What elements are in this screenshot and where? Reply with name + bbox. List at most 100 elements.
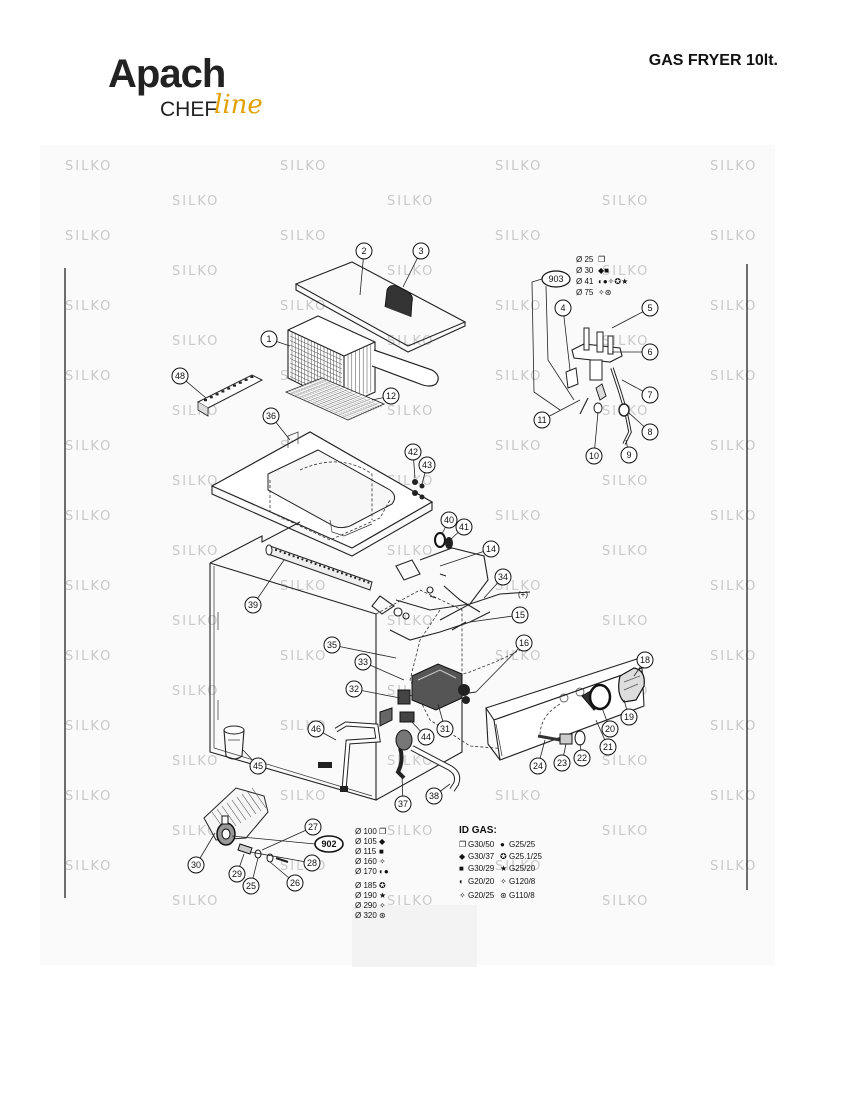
gas-code: G25/25 xyxy=(509,840,536,849)
symbol-group: ✧ xyxy=(379,901,386,910)
scan-background xyxy=(40,145,775,965)
callout-29: 29 xyxy=(228,865,246,883)
callout-5: 5 xyxy=(641,299,659,317)
callout-circle xyxy=(187,856,205,874)
watermark-text: SILKO xyxy=(387,544,434,559)
callout-number: 32 xyxy=(349,684,359,694)
callout-30: 30 xyxy=(187,856,205,874)
top-panel-tank xyxy=(210,431,434,557)
callout-circle xyxy=(455,518,473,536)
callout-23: 23 xyxy=(553,754,571,772)
symbol-group: ✪ xyxy=(379,881,386,890)
callout-circle xyxy=(553,754,571,772)
symbol-group: ❐ xyxy=(379,827,386,836)
burner-inj-2: Ø 105 xyxy=(355,837,377,846)
callout-number: 36 xyxy=(266,411,276,421)
symbol-group: ✧ xyxy=(379,857,386,866)
watermark-text: SILKO xyxy=(387,334,434,349)
callout-41: 41 xyxy=(455,518,473,536)
callout-8: 8 xyxy=(641,423,659,441)
watermark-text: SILKO xyxy=(280,789,327,804)
callout-4: 4 xyxy=(554,299,572,317)
callout-6: 6 xyxy=(641,343,659,361)
callout-circle xyxy=(641,423,659,441)
pilot-inj-4: Ø 75 xyxy=(576,288,594,297)
callout-9: 9 xyxy=(620,446,638,464)
callout-circle xyxy=(417,728,435,746)
callout-circle xyxy=(533,411,551,429)
callout-circle xyxy=(641,386,659,404)
watermark-text: SILKO xyxy=(280,299,327,314)
callout-number: 8 xyxy=(647,427,652,437)
callout-39: 39 xyxy=(244,596,262,614)
watermark-text: SILKO xyxy=(495,649,542,664)
pilot-inj-2: Ø 30 xyxy=(576,266,594,275)
leader-line xyxy=(439,548,492,567)
callout-44: 44 xyxy=(417,728,435,746)
cabinet-body xyxy=(209,521,463,801)
callout-31: 31 xyxy=(436,720,454,738)
callout-26: 26 xyxy=(286,874,304,892)
callout-number: 19 xyxy=(624,712,634,722)
foot-part xyxy=(223,725,245,760)
oval-903: 903 xyxy=(541,270,571,288)
symbol-group: ◐● xyxy=(379,867,389,876)
callout-number: 18 xyxy=(640,655,650,665)
callout-circle xyxy=(418,456,436,474)
callout-circle xyxy=(228,865,246,883)
brand-name: Apach xyxy=(108,52,226,96)
callout-circle xyxy=(260,330,278,348)
watermark-text: SILKO xyxy=(495,299,542,314)
watermark-text: SILKO xyxy=(710,649,757,664)
watermark-text: SILKO xyxy=(710,579,757,594)
callout-number: 10 xyxy=(589,451,599,461)
watermark-text: SILKO xyxy=(172,894,219,909)
watermark-text: SILKO xyxy=(65,299,112,314)
callout-number: 3 xyxy=(418,246,423,256)
callout-number: 14 xyxy=(486,544,496,554)
leader-line-902 xyxy=(231,835,316,845)
symbol-group: ◆ xyxy=(379,837,386,846)
callout-number: 21 xyxy=(603,742,613,752)
sym: ◆ xyxy=(459,852,466,861)
leader-line xyxy=(252,559,285,606)
watermark-text: SILKO xyxy=(495,859,542,874)
leader-line xyxy=(261,826,314,851)
watermark-text: SILKO xyxy=(387,194,434,209)
callout-number: 33 xyxy=(358,657,368,667)
watermark-text: SILKO xyxy=(387,824,434,839)
callout-27: 27 xyxy=(304,818,322,836)
oval-902: 902 xyxy=(314,835,344,853)
callout-circle xyxy=(394,795,412,813)
mesh-grid-part xyxy=(284,377,386,421)
callout-11: 11 xyxy=(533,411,551,429)
callout-circle xyxy=(345,680,363,698)
leader-line xyxy=(249,851,313,864)
watermark-text: SILKO xyxy=(710,159,757,174)
watermark-text: SILKO xyxy=(495,229,542,244)
callout-number: 9 xyxy=(626,450,631,460)
callout-circle xyxy=(425,787,443,805)
pilot-inj-1: Ø 25 xyxy=(576,255,594,264)
watermark-text: SILKO xyxy=(280,649,327,664)
callout-number: 11 xyxy=(537,415,546,425)
plus-mark: (+) xyxy=(518,590,528,599)
callout-number: 29 xyxy=(232,869,242,879)
rack-part-48 xyxy=(196,374,264,417)
watermark-text: SILKO xyxy=(172,684,219,699)
watermark-text: SILKO xyxy=(65,159,112,174)
symbol-group: ◆■ xyxy=(598,266,609,275)
watermark-text: SILKO xyxy=(65,369,112,384)
watermark-text: SILKO xyxy=(65,509,112,524)
watermark-text: SILKO xyxy=(65,789,112,804)
watermark-text: SILKO xyxy=(602,894,649,909)
watermark-text: SILKO xyxy=(602,264,649,279)
callout-number: 20 xyxy=(605,724,615,734)
callout-42: 42 xyxy=(404,443,422,461)
callout-24: 24 xyxy=(529,757,547,775)
watermark-text: SILKO xyxy=(602,544,649,559)
gas-code: G110/8 xyxy=(509,891,535,900)
symbol-group: ✧⊛ xyxy=(598,288,611,297)
callout-number: 1 xyxy=(266,334,271,344)
watermark-text: SILKO xyxy=(710,229,757,244)
